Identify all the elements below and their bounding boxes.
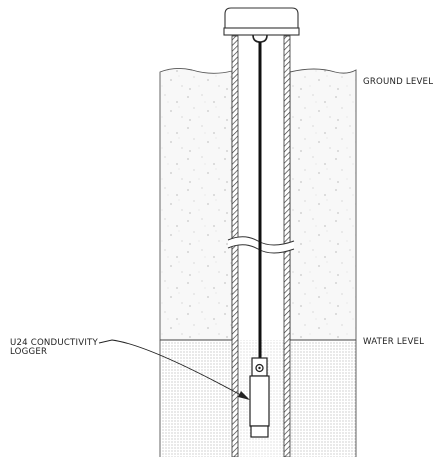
soil-region bbox=[159, 67, 233, 341]
logger-label-line2: LOGGER bbox=[10, 347, 47, 357]
soil-region-right bbox=[289, 68, 357, 341]
logger-clip-hole bbox=[258, 366, 261, 370]
logger-body bbox=[249, 375, 270, 427]
water-level-label: WATER LEVEL bbox=[363, 337, 424, 347]
logger-label-line1: U24 CONDUCTIVITY bbox=[10, 338, 99, 348]
logger-sensor-tip bbox=[250, 425, 269, 438]
well-cap-base bbox=[223, 27, 300, 36]
ground-level-label: GROUND LEVEL bbox=[363, 77, 433, 87]
well-cap bbox=[224, 7, 299, 29]
break-line-top bbox=[227, 236, 295, 246]
logger-leader-line bbox=[98, 339, 249, 400]
break-line-bottom bbox=[227, 244, 295, 254]
logger-leader-arrowhead bbox=[238, 391, 250, 400]
